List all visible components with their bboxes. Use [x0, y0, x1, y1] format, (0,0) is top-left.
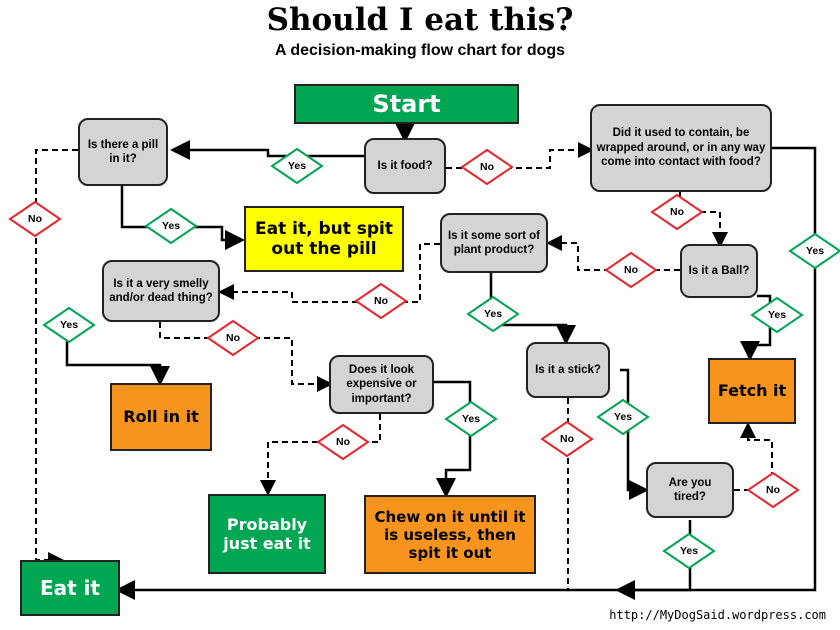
- no-badge-plant-to-smelly: No: [354, 282, 408, 320]
- no-badge-tired-to-fetch: No: [746, 471, 800, 509]
- no-badge-expensive-to-probably: No: [316, 423, 370, 461]
- question-stick: Is it a stick?: [526, 342, 610, 398]
- line-pill-yes-to-spit: [120, 186, 245, 250]
- question-plant: Is it some sort of plant product?: [440, 213, 548, 273]
- source-credit: http://MyDogSaid.wordpress.com: [609, 608, 826, 622]
- no-badge-smelly-to-expensive: No: [206, 319, 260, 357]
- page-subtitle: A decision-making flow chart for dogs: [274, 42, 566, 59]
- yes-badge-food-to-pill: Yes: [270, 147, 324, 185]
- question-contact-food: Did it used to contain, be wrapped aroun…: [590, 104, 772, 192]
- yes-badge-tired-to-eat: Yes: [662, 532, 716, 570]
- outcome-chew: Chew on it until it is useless, then spi…: [364, 495, 536, 574]
- question-expensive: Does it look expensive or important?: [329, 355, 434, 414]
- start-node: Start: [294, 84, 519, 124]
- question-is-food: Is it food?: [364, 138, 446, 194]
- line-contact-yes-to-eat: [115, 146, 817, 600]
- outcome-probably-eat: Probably just eat it: [208, 494, 326, 574]
- outcome-roll: Roll in it: [110, 383, 212, 451]
- yes-badge-ball-to-fetch: Yes: [750, 296, 804, 334]
- line-smelly-no-to-expensive: [159, 322, 333, 392]
- outcome-eat-spit-pill: Eat it, but spit out the pill: [244, 206, 404, 272]
- page-title: Should I eat this?: [266, 2, 574, 38]
- outcome-eat: Eat it: [20, 560, 120, 616]
- no-badge-ball-to-plant: No: [604, 251, 658, 289]
- question-smelly: Is it a very smelly and/or dead thing?: [102, 260, 220, 322]
- question-tired: Are you tired?: [646, 462, 734, 518]
- yes-badge-plant-to-stick: Yes: [466, 295, 520, 333]
- yes-badge-smelly-to-roll: Yes: [42, 306, 96, 344]
- yes-badge-stick-to-tired: Yes: [596, 398, 650, 436]
- outcome-fetch: Fetch it: [708, 358, 796, 424]
- no-badge-pill-to-eat: No: [8, 200, 62, 238]
- yes-badge-expensive-to-chew: Yes: [444, 400, 498, 438]
- question-pill: Is there a pill in it?: [78, 118, 168, 186]
- yes-badge-pill-to-spit: Yes: [144, 207, 198, 245]
- line-smelly-yes-to-roll: [65, 320, 170, 386]
- question-ball: Is it a Ball?: [680, 244, 758, 298]
- no-badge-food-to-contact: No: [460, 148, 514, 186]
- no-badge-contact-to-ball: No: [650, 193, 704, 231]
- no-badge-stick-to-eat: No: [540, 420, 594, 458]
- line-ball-yes-to-fetch: [740, 294, 772, 361]
- line-food-yes-to-pill: [170, 140, 364, 160]
- line-expensive-yes-to-chew: [434, 380, 472, 498]
- yes-badge-contact-to-eat: Yes: [788, 232, 840, 270]
